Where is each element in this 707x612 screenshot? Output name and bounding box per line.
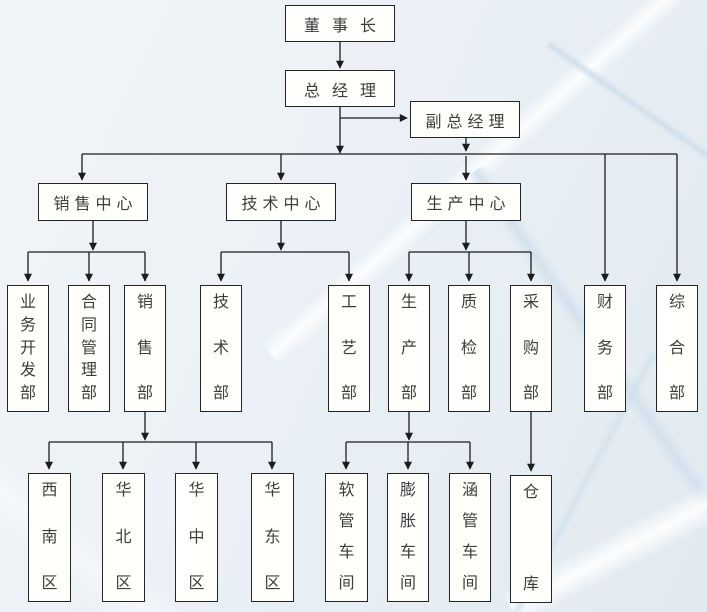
org-node-process-dept: 工艺部 [328,285,370,412]
org-node-business-dev: 业务开发部 [7,285,49,412]
org-node-region-north: 华北区 [102,473,145,602]
org-node-purchasing-dept: 采购部 [510,285,552,412]
org-node-chairman: 董事长 [285,5,395,42]
org-node-label: 董事长 [303,17,388,35]
org-node-tech-center: 技术中心 [226,183,336,221]
org-node-deputy-general-manager: 副总经理 [410,101,520,138]
org-node-tech-dept: 技术部 [200,285,242,412]
org-node-sales-center: 销售中心 [38,183,148,221]
org-node-label: 技术中心 [241,196,326,213]
org-node-region-central: 华中区 [175,473,218,602]
org-node-label: 副总经理 [425,113,510,131]
org-node-culvert-workshop: 涵管车间 [449,473,491,602]
org-node-warehouse: 仓库 [510,475,552,603]
org-node-general-affairs-dept: 综合部 [656,285,698,412]
org-node-finance-dept: 财务部 [584,285,626,412]
org-node-contract-mgmt: 合同管理部 [68,285,110,412]
org-node-general-manager: 总经理 [285,70,395,107]
org-node-quality-dept: 质检部 [448,285,490,412]
org-node-production-center: 生产中心 [411,183,521,221]
org-node-label: 总经理 [303,82,388,100]
org-node-region-southwest: 西南区 [28,473,71,602]
org-node-hose-workshop: 软管车间 [325,473,368,602]
org-node-region-east: 华东区 [251,473,294,602]
org-node-label: 销售中心 [53,196,138,213]
org-node-sales-dept: 销售部 [124,285,166,412]
org-node-production-dept: 生产部 [388,285,430,412]
org-node-label: 生产中心 [426,196,511,213]
org-node-expansion-workshop: 膨胀车间 [387,473,429,602]
